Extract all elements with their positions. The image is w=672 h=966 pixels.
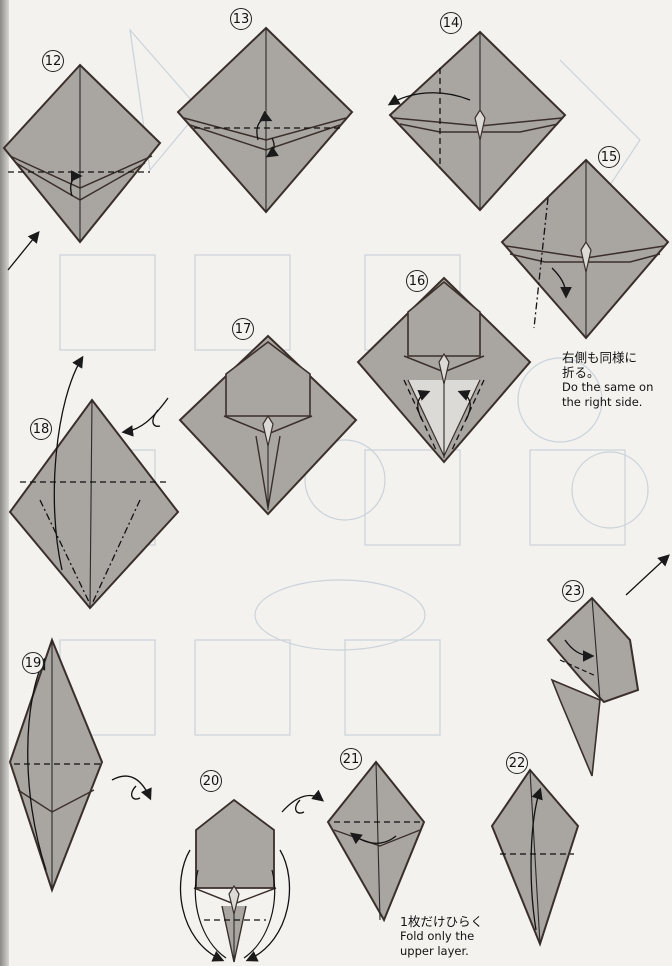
step-16-figure [358,278,530,462]
step-number: 20 [200,770,222,792]
note-jp-line: 1枚だけひらく [400,914,483,929]
step-14-figure [390,32,565,210]
step-number: 23 [562,580,584,602]
step-number: 21 [340,748,362,770]
step-17-figure [180,336,356,514]
step-15-figure [502,160,668,338]
note-en-line: upper layer. [400,944,483,959]
note-en-line: the right side. [562,395,653,410]
step-20-turn-over-arrow [282,796,322,812]
step-12-figure [4,65,160,270]
step-17-turn-over-arrow [124,398,168,432]
step-number: 13 [230,8,252,30]
turn-over-symbol-2 [296,800,304,813]
step-number: 14 [440,12,462,34]
note-en-line: Do the same on [562,380,653,395]
step-number: 15 [598,146,620,168]
step-21-figure [328,762,424,920]
step-23-figure [548,598,638,776]
instruction-note-right-side: 右側も同様に 折る。 Do the same on the right side… [562,350,653,410]
step-number: 18 [30,418,52,440]
step-20-figure [181,800,290,962]
instruction-note-upper-layer: 1枚だけひらく Fold only the upper layer. [400,914,483,959]
step-number: 22 [506,752,528,774]
step-13-figure [178,28,352,212]
note-en-line: Fold only the [400,929,483,944]
note-jp-line: 折る。 [562,365,653,380]
step-18-figure [10,358,178,608]
turn-over-symbol [153,410,160,426]
step-23-result-arrow [626,556,668,595]
step-19-figure [10,640,150,890]
step-number: 17 [232,318,254,340]
step-number: 16 [406,270,428,292]
note-jp-line: 右側も同様に [562,350,653,365]
step-22-figure [492,770,578,944]
step-number: 12 [42,50,64,72]
step-number: 19 [22,652,44,674]
